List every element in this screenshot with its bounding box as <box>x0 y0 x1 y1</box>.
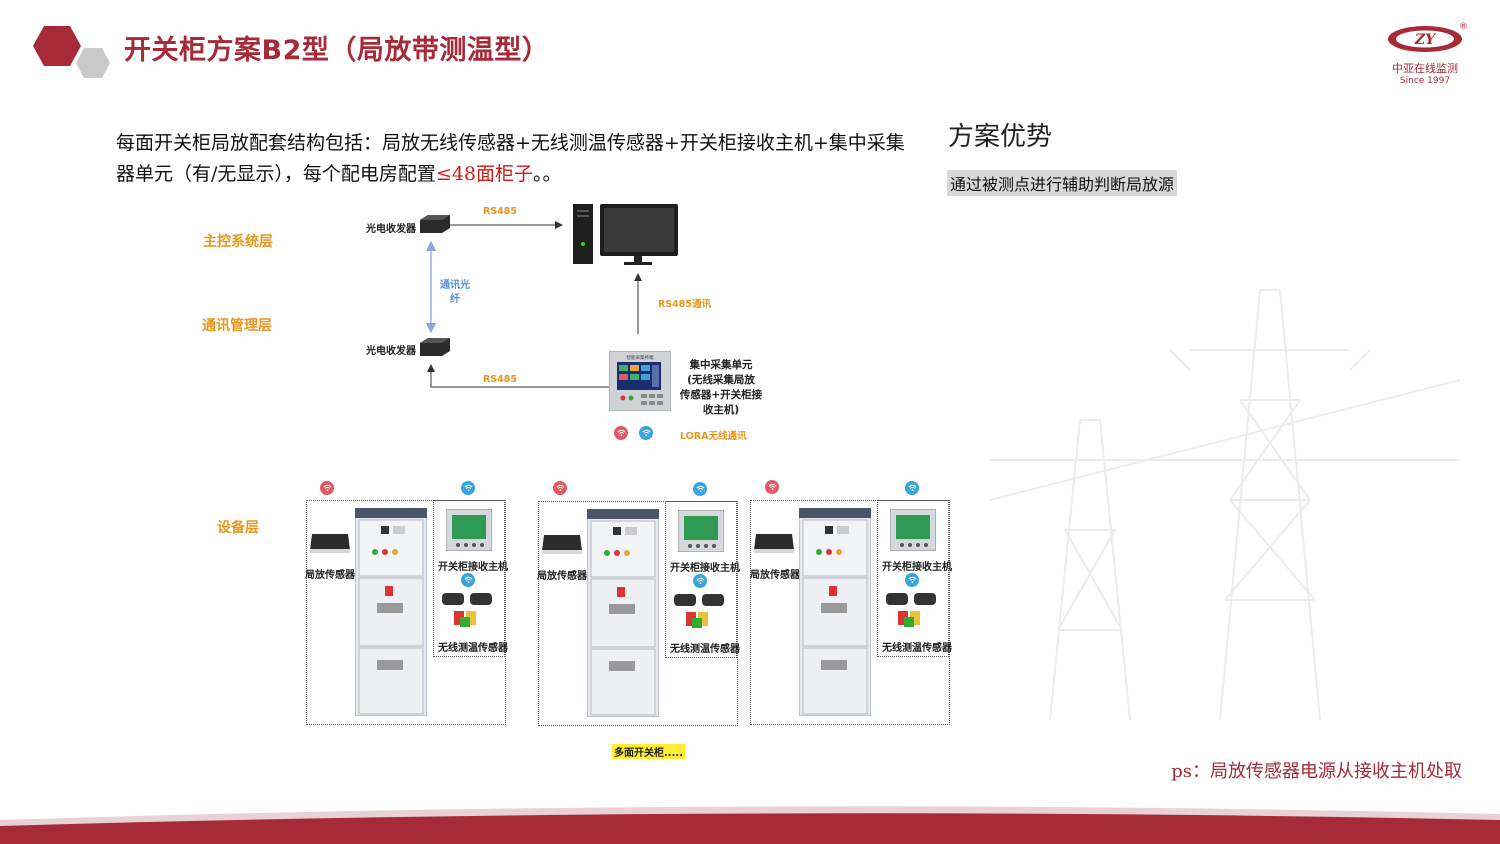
logo-mark-text: ZY <box>1414 32 1437 48</box>
temp-sensor-icon <box>674 594 724 628</box>
switchgear-group-2 <box>538 501 738 726</box>
receiver-host-label: 开关柜接收主机 <box>438 562 508 573</box>
temp-sensor-icon <box>442 593 492 627</box>
fiber-label-line2: 纤 <box>450 294 460 305</box>
receiver-box-2 <box>665 501 737 658</box>
ps-note: ps：局放传感器电源从接收主机处取 <box>1171 761 1462 782</box>
rs485-comm-label: RS485通讯 <box>658 299 711 310</box>
receiver-box-3 <box>877 500 949 657</box>
description-text: 每面开关柜局放配套结构包括：局放无线传感器+无线测温传感器+开关柜接收主机+集中… <box>116 132 905 185</box>
advantage-title: 方案优势 <box>948 122 1053 152</box>
header-hexagon-gray <box>76 48 110 78</box>
wifi-icon-red <box>320 481 334 495</box>
lora-label: LORA无线通讯 <box>680 431 747 442</box>
switchgear-cabinet-icon <box>587 509 659 717</box>
background-tower-graphic <box>990 289 1461 721</box>
scheme-description: 每面开关柜局放配套结构包括：局放无线传感器+无线测温传感器+开关柜接收主机+集中… <box>116 128 916 190</box>
layer-label-comm: 通讯管理层 <box>202 318 272 334</box>
bottom-wave-band <box>0 806 1500 844</box>
collector-screen-title: 智能采集终端 <box>627 354 654 361</box>
receiver-box-1 <box>433 500 505 657</box>
rs485-bottom-label: RS485 <box>483 374 517 385</box>
layer-label-device: 设备层 <box>217 520 259 536</box>
collector-line2: (无线采集局放 <box>687 374 755 386</box>
description-highlight: ≤48面柜子 <box>435 163 534 185</box>
collector-unit-label: 集中采集单元 (无线采集局放 传感器+开关柜接 收主机) <box>676 358 766 418</box>
receiver-host-label: 开关柜接收主机 <box>882 562 952 573</box>
multi-cabinets-label: 多面开关柜..... <box>612 744 685 759</box>
logo-company-name: 中亚在线监测 <box>1392 62 1458 75</box>
computer-workstation-icon <box>573 204 678 265</box>
lora-wifi-icon-blue <box>639 426 653 440</box>
wifi-icon-red <box>553 481 567 495</box>
collector-title: 集中采集单元 <box>689 359 753 371</box>
collector-unit-icon: 智能采集终端 <box>609 351 671 411</box>
wifi-icon-blue-temp <box>693 574 707 588</box>
receiver-host-icon <box>890 509 936 551</box>
pd-sensor-icon <box>754 534 794 553</box>
temp-sensor-label: 无线测温传感器 <box>670 644 740 655</box>
receiver-host-icon <box>678 510 724 552</box>
optical-transceiver-bottom-icon <box>420 338 450 356</box>
switchgear-cabinet-icon <box>799 508 871 716</box>
wifi-icon-red <box>765 480 779 494</box>
pd-sensor-icon <box>542 535 582 554</box>
pd-sensor-icon <box>310 534 350 553</box>
temp-sensor-icon <box>886 593 936 627</box>
logo-since: Since 1997 <box>1399 76 1451 86</box>
rs485-top-label: RS485 <box>483 206 517 217</box>
pd-sensor-label: 局放传感器 <box>750 570 800 581</box>
temp-sensor-label: 无线测温传感器 <box>438 643 508 654</box>
pd-sensor-label: 局放传感器 <box>305 570 355 581</box>
wifi-icon-blue <box>905 481 919 495</box>
zy-logo-icon: ZY <box>1388 26 1462 52</box>
collector-line3: 传感器+开关柜接 <box>679 389 763 401</box>
lora-wifi-icon-red <box>614 426 628 440</box>
optical-transceiver-bottom-label: 光电收发器 <box>366 346 416 357</box>
layer-label-master: 主控系统层 <box>203 234 273 250</box>
temp-sensor-label: 无线测温传感器 <box>882 643 952 654</box>
page-title: 开关柜方案B2型（局放带测温型） <box>124 35 550 66</box>
company-logo: ® ZY 中亚在线监测 Since 1997 <box>1380 22 1470 86</box>
registered-mark: ® <box>1459 22 1468 32</box>
receiver-host-icon <box>446 509 492 551</box>
advantage-item: 通过被测点进行辅助判断局放源 <box>947 170 1178 196</box>
switchgear-group-3 <box>750 500 950 725</box>
pd-sensor-label: 局放传感器 <box>537 571 587 582</box>
optical-transceiver-top-icon <box>420 215 450 233</box>
collector-line4: 收主机) <box>702 404 740 416</box>
wifi-icon-blue-temp <box>905 573 919 587</box>
description-suffix: 。。 <box>533 163 562 185</box>
wifi-icon-blue <box>461 481 475 495</box>
rs485-bottom-line <box>427 364 610 388</box>
optical-transceiver-top-label: 光电收发器 <box>366 224 416 235</box>
header-hexagon-red <box>33 26 81 66</box>
fiber-label: 通讯光 纤 <box>440 279 470 307</box>
switchgear-group-1 <box>306 500 506 725</box>
fiber-label-line1: 通讯光 <box>440 280 470 291</box>
wifi-icon-blue-temp <box>461 573 475 587</box>
switchgear-cabinet-icon <box>355 508 427 716</box>
wifi-icon-blue <box>693 482 707 496</box>
receiver-host-label: 开关柜接收主机 <box>670 563 740 574</box>
